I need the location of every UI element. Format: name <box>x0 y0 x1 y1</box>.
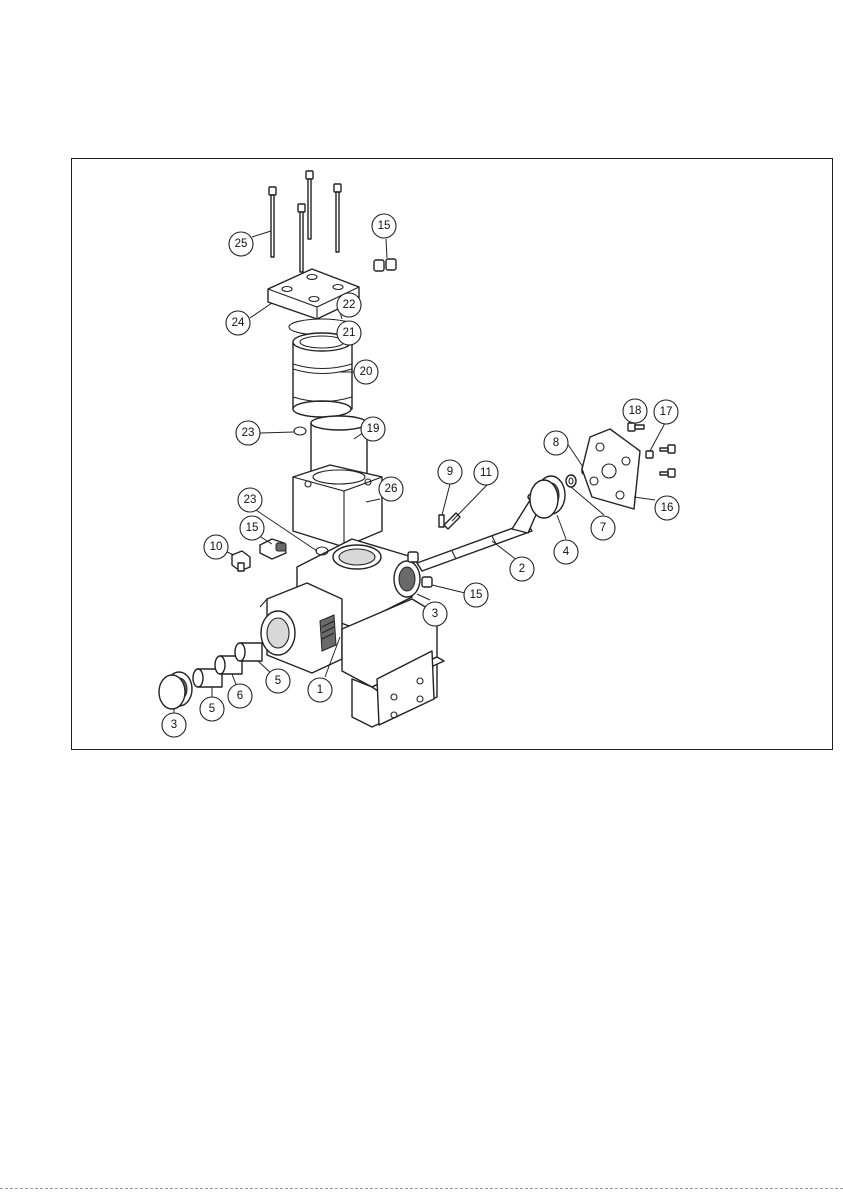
balloon-6-label: 6 <box>237 690 243 702</box>
part-5-bushing-right <box>235 643 262 661</box>
balloon-3-left-label: 3 <box>171 719 177 731</box>
balloon-23-upper: 23 <box>236 421 260 445</box>
part-25-cap-screws <box>269 171 341 272</box>
balloon-7-label: 7 <box>600 522 606 534</box>
balloon-15-right: 15 <box>464 583 488 607</box>
balloon-22-label: 22 <box>343 299 356 311</box>
balloon-15-top: 15 <box>372 214 396 238</box>
balloon-24-label: 24 <box>232 317 245 329</box>
part-26-housing-block <box>293 465 382 547</box>
balloon-11-label: 11 <box>480 467 492 479</box>
balloon-3-right: 3 <box>423 602 447 626</box>
balloon-21: 21 <box>337 321 361 345</box>
balloon-24: 24 <box>226 311 250 335</box>
balloon-1: 1 <box>308 678 332 702</box>
balloon-5-right-label: 5 <box>275 675 281 687</box>
balloon-7: 7 <box>591 516 615 540</box>
balloon-4: 4 <box>554 540 578 564</box>
part-3-bearing-left <box>159 672 192 709</box>
balloon-20: 20 <box>354 360 378 384</box>
balloon-2: 2 <box>510 557 534 581</box>
balloon-5-right: 5 <box>266 669 290 693</box>
part-23-ring-upper <box>294 427 306 435</box>
part-15-nut-top <box>374 259 396 271</box>
balloon-18-label: 18 <box>629 405 642 417</box>
part-7-washer <box>566 475 576 487</box>
balloon-23-upper-label: 23 <box>242 427 255 439</box>
balloon-16: 16 <box>655 496 679 520</box>
part-18-bolt <box>628 423 644 431</box>
balloon-4-label: 4 <box>563 546 570 558</box>
balloon-19-label: 19 <box>367 423 380 435</box>
balloon-26-label: 26 <box>385 483 398 495</box>
balloon-26: 26 <box>379 477 403 501</box>
balloon-9: 9 <box>438 460 462 484</box>
page-bottom-rule <box>0 1188 843 1189</box>
balloon-10: 10 <box>204 535 228 559</box>
balloon-21-label: 21 <box>343 327 356 339</box>
balloon-9-label: 9 <box>447 466 453 478</box>
balloon-17: 17 <box>654 400 678 424</box>
balloon-6: 6 <box>228 684 252 708</box>
balloon-20-label: 20 <box>360 366 373 378</box>
balloon-10-label: 10 <box>210 541 223 553</box>
diagram-canvas: 25 15 24 22 21 20 23 19 26 23 15 10 9 11… <box>72 159 834 751</box>
balloon-19: 19 <box>361 417 385 441</box>
balloon-11: 11 <box>474 461 498 485</box>
balloon-25: 25 <box>229 232 253 256</box>
part-3-bearing-right <box>394 561 420 597</box>
balloon-8: 8 <box>544 431 568 455</box>
balloon-15-left: 15 <box>240 516 264 540</box>
balloon-15-left-label: 15 <box>246 522 259 534</box>
part-4-bearing <box>530 476 565 518</box>
balloon-1-label: 1 <box>317 684 323 696</box>
balloon-8-label: 8 <box>553 437 559 449</box>
balloon-23-lower-label: 23 <box>244 494 257 506</box>
part-sleeve-upper <box>408 552 418 562</box>
part-20-21-sleeve <box>293 333 352 417</box>
balloon-3-right-label: 3 <box>432 608 438 620</box>
part-10-fitting <box>232 551 250 571</box>
balloon-2-label: 2 <box>519 563 525 575</box>
balloon-3-left: 3 <box>162 713 186 737</box>
balloon-22: 22 <box>337 293 361 317</box>
exploded-assembly-diagram: 25 15 24 22 21 20 23 19 26 23 15 10 9 11… <box>71 158 833 750</box>
part-15-fitting-left <box>260 539 286 559</box>
balloon-23-lower: 23 <box>238 488 262 512</box>
balloon-5-left-label: 5 <box>209 703 215 715</box>
balloon-15-top-label: 15 <box>378 220 391 232</box>
balloon-18: 18 <box>623 399 647 423</box>
balloon-15-right-label: 15 <box>470 589 483 601</box>
balloon-17-label: 17 <box>660 406 673 418</box>
balloon-5-left: 5 <box>200 697 224 721</box>
balloon-25-label: 25 <box>235 238 248 250</box>
part-15-sleeve-lower <box>422 577 432 587</box>
balloon-16-label: 16 <box>661 502 674 514</box>
part-16-cover-plate <box>582 429 640 509</box>
